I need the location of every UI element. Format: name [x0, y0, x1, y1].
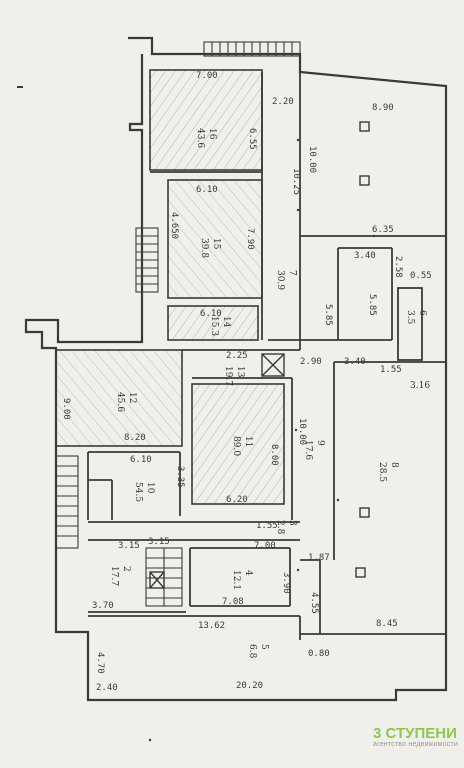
dimension-labels: 7.00 6.55 2.20 8.90 10.00 10.25 6.10 7.9…	[61, 71, 432, 693]
dim-label: 6.55	[247, 128, 257, 150]
room-area: 45.6	[115, 392, 125, 412]
dim-label: 9.00	[61, 398, 71, 420]
dim-label: 10.00	[297, 418, 307, 445]
dim-label: 6.10	[196, 185, 218, 195]
room-area: 19.7	[223, 366, 233, 386]
room-number: 5	[259, 644, 269, 650]
dim-label: 0.80	[308, 649, 330, 659]
room-area: 2.8	[275, 520, 285, 535]
dim-label: 6.35	[372, 225, 394, 235]
columns	[149, 121, 370, 589]
dim-label: 3.40	[354, 251, 376, 261]
interior-walls	[87, 72, 446, 640]
dim-label: 4.650	[169, 212, 179, 239]
dim-label: 2.25	[226, 351, 248, 361]
dim-label: 7.00	[254, 541, 276, 551]
dim-label: 2.58	[393, 256, 403, 278]
dim-label: 2.20	[272, 97, 294, 107]
room-area: 43.6	[195, 128, 205, 148]
room-area: 17.7	[109, 566, 119, 586]
room-area: 54.5	[133, 482, 143, 502]
dim-label: 7.00	[196, 71, 218, 81]
room-area: 3.5	[405, 310, 415, 325]
room-area: 28.5	[377, 462, 387, 482]
dim-label: 6.20	[226, 495, 248, 505]
room-area: 89.0	[231, 436, 241, 456]
room-area: 6.8	[247, 644, 257, 659]
room-number: 9	[315, 440, 325, 446]
hatched-rooms	[55, 69, 285, 505]
room-area: 15.3	[209, 316, 219, 336]
dim-label: 5.85	[323, 304, 333, 326]
room-number: 3	[287, 520, 297, 526]
dim-label: 10.25	[291, 168, 301, 195]
dim-label: 2.90	[300, 357, 322, 367]
dim-label: 7.08	[222, 597, 244, 607]
dim-label: 3.90	[281, 572, 291, 594]
room-number: 2	[121, 566, 131, 572]
room-number: 4	[243, 570, 253, 576]
side-label: 3.16	[410, 381, 430, 391]
room-number: 15	[211, 238, 221, 250]
room-number: 11	[243, 436, 253, 447]
dim-label: 7.90	[245, 228, 255, 250]
dim-label: 10.00	[307, 146, 317, 173]
dim-label: 1.55	[380, 365, 402, 375]
dim-label: 1.87	[308, 553, 330, 563]
dim-label: 13.62	[198, 621, 225, 631]
room-number: 7	[287, 270, 297, 276]
room-area: 30.9	[275, 270, 285, 290]
room-number: 6	[417, 310, 427, 316]
dim-label: 0.55	[410, 271, 432, 281]
watermark-brand: 3 СТУПЕНИ	[373, 725, 457, 742]
room-number: 14	[221, 316, 231, 328]
dim-label: 3.40	[344, 357, 366, 367]
dim-label: 8.90	[372, 103, 394, 113]
dim-label: 20.20	[236, 681, 263, 691]
watermark-subtitle: агентство недвижимости	[373, 741, 458, 748]
room-number: 16	[207, 128, 217, 140]
room-number: 8	[389, 462, 399, 468]
room-number: 12	[127, 392, 137, 403]
room-number: 10	[145, 482, 155, 494]
dim-label: 4.55	[309, 592, 319, 614]
dim-label: 4.70	[95, 652, 105, 674]
dim-label: 8.20	[124, 433, 146, 443]
dim-label: 3.70	[92, 601, 114, 611]
room-area: 12.1	[231, 570, 241, 590]
dim-label: 8.45	[376, 619, 398, 629]
room-area: 17.6	[303, 440, 313, 460]
room-labels: 16 43.6 15 39.8 7 30.9 14 15.3 12 45.6 1…	[109, 128, 427, 659]
dim-label: 6.10	[130, 455, 152, 465]
room-number: 13	[235, 366, 245, 378]
dim-label: 1.55	[256, 521, 278, 531]
marks	[17, 86, 376, 742]
watermark: 3 СТУПЕНИ агентство недвижимости	[373, 726, 458, 748]
dim-label: 3.15	[118, 541, 140, 551]
dim-label: 3.35	[175, 466, 185, 488]
dim-label: 5.85	[367, 294, 377, 316]
dim-label: 8.00	[269, 444, 279, 466]
room-area: 39.8	[199, 238, 209, 258]
dim-label: 6.10	[200, 309, 222, 319]
dim-label: 3.15	[148, 537, 170, 547]
dim-label: 2.40	[96, 683, 118, 693]
